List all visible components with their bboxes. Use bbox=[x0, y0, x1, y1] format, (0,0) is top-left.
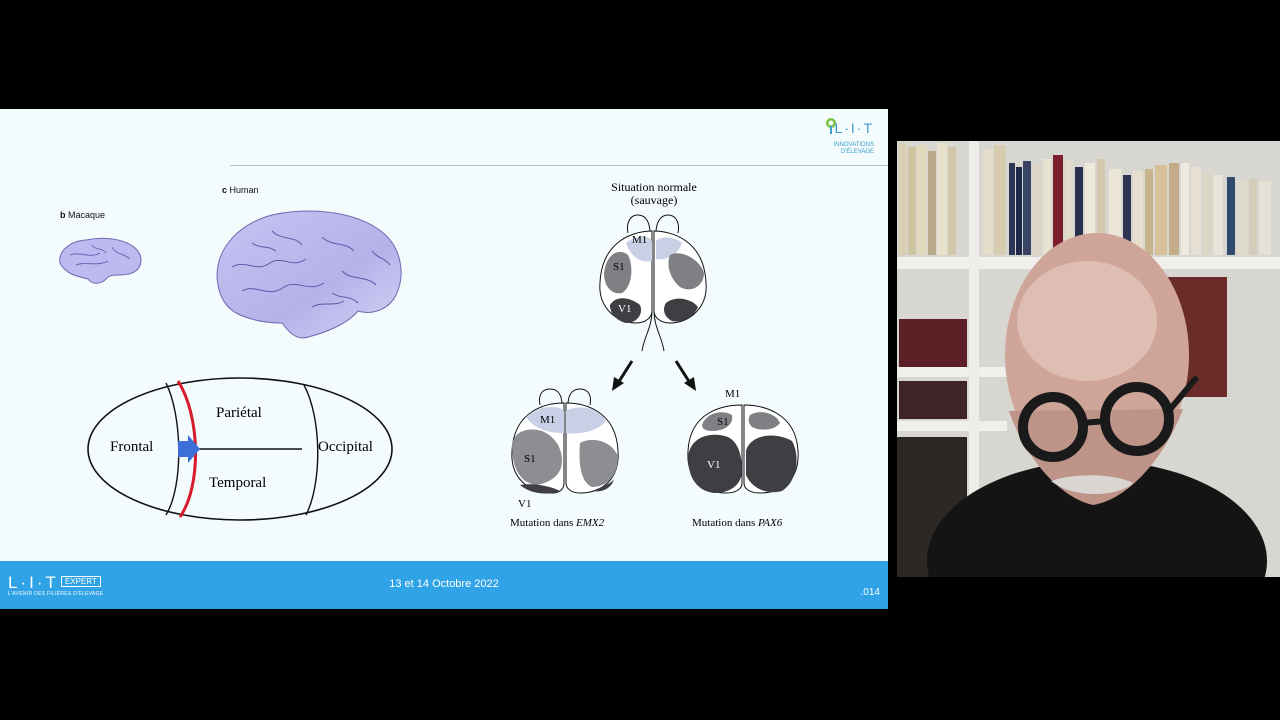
logo-sub-1: INNOVATIONS bbox=[833, 142, 874, 148]
emx2-caption-gene: EMX2 bbox=[576, 517, 605, 529]
human-label: c Human bbox=[222, 185, 259, 195]
pax6-s1-label: S1 bbox=[717, 416, 729, 428]
presentation-slide: L·I·T INNOVATIONS D'ÉLEVAGE b Macaque c … bbox=[0, 109, 888, 609]
logo-mark: L·I·T bbox=[834, 120, 874, 136]
footer-date: 13 et 14 Octobre 2022 bbox=[389, 578, 499, 590]
lobe-occipital: Occipital bbox=[318, 439, 373, 455]
normal-v1-label: V1 bbox=[618, 303, 632, 315]
pax6-caption: Mutation dans PAX6 bbox=[692, 517, 782, 529]
page-number: .014 bbox=[860, 587, 880, 598]
arrow-left-shaft bbox=[616, 360, 634, 384]
macaque-brain-image bbox=[59, 237, 142, 284]
normal-title: Situation normale (sauvage) bbox=[604, 181, 704, 207]
lobe-frontal: Frontal bbox=[110, 439, 154, 455]
macaque-text: Macaque bbox=[68, 210, 106, 220]
red-box bbox=[899, 319, 967, 367]
logo-leaf-icon bbox=[826, 118, 836, 134]
normal-title-line2: (sauvage) bbox=[630, 193, 678, 207]
lobe-diagram bbox=[87, 377, 393, 521]
normal-s1-label: S1 bbox=[613, 261, 625, 273]
person-body bbox=[927, 461, 1267, 577]
pax6-v1-label: V1 bbox=[707, 459, 721, 471]
webcam-video bbox=[897, 141, 1280, 577]
macaque-label: b Macaque bbox=[60, 210, 105, 220]
arrow-right-icon bbox=[684, 377, 696, 391]
human-brain-image bbox=[216, 210, 402, 339]
emx2-caption: Mutation dans EMX2 bbox=[510, 517, 604, 529]
footer-logo-tagline: L'AVENIR DES FILIÈRES D'ÉLEVAGE bbox=[8, 591, 104, 597]
frontal-boundary bbox=[165, 382, 180, 516]
blue-arrow-icon bbox=[178, 435, 200, 463]
logo-sub: INNOVATIONS D'ÉLEVAGE bbox=[834, 142, 874, 156]
emx2-cortex-diagram bbox=[511, 388, 619, 494]
normal-title-line1: Situation normale bbox=[611, 180, 697, 194]
normal-cortex-diagram bbox=[599, 214, 707, 352]
macaque-letter: b bbox=[60, 210, 66, 220]
pax6-cortex-diagram bbox=[687, 404, 799, 494]
lobe-outline bbox=[87, 377, 393, 521]
slide-header-rule bbox=[230, 165, 888, 166]
emx2-s1-label: S1 bbox=[524, 453, 536, 465]
footer-logo-box: EXPERT bbox=[60, 576, 101, 587]
pax6-m1-label: M1 bbox=[725, 388, 741, 400]
pax6-caption-gene: PAX6 bbox=[758, 517, 783, 529]
normal-m1-label: M1 bbox=[632, 234, 648, 246]
footer-logo-mark: L·I·T bbox=[8, 573, 59, 592]
human-letter: c bbox=[222, 185, 228, 195]
emx2-caption-prefix: Mutation dans bbox=[510, 517, 576, 529]
lit-logo-top: L·I·T INNOVATIONS D'ÉLEVAGE bbox=[822, 114, 876, 156]
books bbox=[899, 143, 1271, 255]
emx2-m1-label: M1 bbox=[540, 414, 556, 426]
webcam-scene-image bbox=[897, 141, 1280, 577]
lobe-temporal: Temporal bbox=[209, 475, 267, 491]
pax6-caption-prefix: Mutation dans bbox=[692, 517, 758, 529]
split-arrows bbox=[612, 360, 696, 391]
beard bbox=[1051, 475, 1133, 494]
arrow-left-icon bbox=[612, 377, 624, 391]
lobe-parietal: Pariétal bbox=[216, 405, 262, 421]
occipital-boundary bbox=[303, 384, 319, 516]
logo-sub-2: D'ÉLEVAGE bbox=[840, 149, 874, 155]
glasses-left bbox=[1018, 392, 1088, 462]
human-text: Human bbox=[229, 185, 259, 195]
arrow-right-shaft bbox=[674, 360, 692, 384]
emx2-v1-label: V1 bbox=[518, 498, 532, 510]
